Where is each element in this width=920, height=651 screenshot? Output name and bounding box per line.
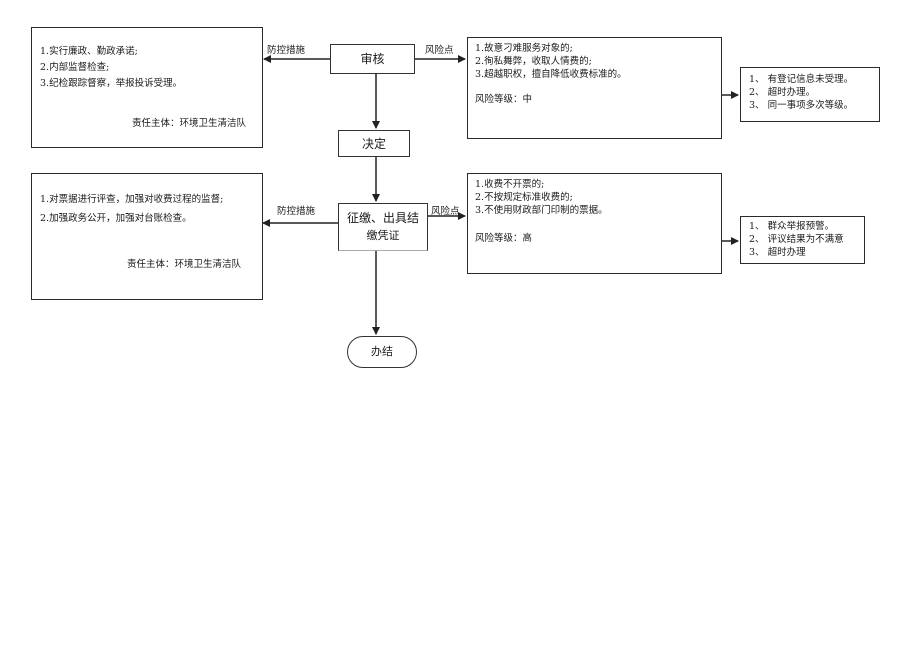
- node-review-label: 审核: [360, 52, 385, 66]
- label-risk-top: 风险点: [425, 45, 454, 56]
- risk-item: 1.收费不开票的;: [475, 179, 545, 190]
- node-finish-label: 办结: [371, 345, 393, 358]
- responsible-party: 责任主体：环境卫生清洁队: [127, 259, 242, 270]
- measure-item: 1.对票据进行评查，加强对收费过程的监督;: [40, 194, 224, 205]
- warning-box-collect: 1、 群众举报预警。 2、 评议结果为不满意 3、 超时办理: [740, 216, 865, 264]
- label-measures-mid: 防控措施: [277, 206, 316, 217]
- warning-box-review: 1、 有登记信息未受理。 2、 超时办理。 3、 同一事项多次等级。: [740, 67, 880, 122]
- node-review: 审核: [330, 44, 415, 74]
- label-measures-top: 防控措施: [267, 45, 306, 56]
- warning-item: 1、 群众举报预警。: [749, 221, 835, 232]
- node-collect-label-line2: 缴凭证: [366, 229, 400, 242]
- warning-item: 3、 超时办理: [749, 247, 806, 258]
- warning-item: 1、 有登记信息未受理。: [749, 74, 854, 85]
- measures-box-review: 1.实行廉政、勤政承诺; 2.内部监督检查; 3.纪检跟踪督察，举报投诉受理。 …: [31, 27, 263, 148]
- node-finish: 办结: [347, 336, 417, 368]
- risk-level: 风险等级：中: [475, 94, 533, 105]
- label-risk-mid: 风险点: [431, 206, 460, 217]
- node-decision-label: 决定: [361, 136, 386, 151]
- risk-item: 2.不按规定标准收费的;: [475, 192, 573, 203]
- measure-item: 1.实行廉政、勤政承诺;: [40, 46, 138, 57]
- risk-level: 风险等级：高: [475, 233, 533, 244]
- measure-item: 3.纪检跟踪督察，举报投诉受理。: [40, 78, 183, 89]
- risk-box-collect: 1.收费不开票的; 2.不按规定标准收费的; 3.不使用财政部门印制的票据。 风…: [467, 173, 722, 274]
- warning-item: 2、 评议结果为不满意: [749, 234, 844, 245]
- node-decision: 决定: [338, 130, 410, 157]
- risk-item: 2.徇私舞弊，收取人情费的;: [475, 56, 592, 67]
- warning-item: 3、 同一事项多次等级。: [749, 100, 854, 111]
- risk-box-review: 1.故意刁难服务对象的; 2.徇私舞弊，收取人情费的; 3.超越职权，擅自降低收…: [467, 37, 722, 139]
- risk-item: 3.不使用财政部门印制的票据。: [475, 205, 608, 216]
- warning-item: 2、 超时办理。: [749, 87, 816, 98]
- measures-box-collect: 1.对票据进行评查，加强对收费过程的监督; 2.加强政务公开，加强对台账检查。 …: [31, 173, 263, 300]
- node-collect: 征缴、出具结 缴凭证: [338, 203, 428, 251]
- measure-item: 2.内部监督检查;: [40, 62, 110, 73]
- responsible-party: 责任主体：环境卫生清洁队: [132, 118, 247, 129]
- risk-item: 3.超越职权，擅自降低收费标准的。: [475, 69, 627, 80]
- risk-item: 1.故意刁难服务对象的;: [475, 43, 573, 54]
- node-collect-label-line1: 征缴、出具结: [346, 211, 419, 225]
- measure-item: 2.加强政务公开，加强对台账检查。: [40, 213, 192, 224]
